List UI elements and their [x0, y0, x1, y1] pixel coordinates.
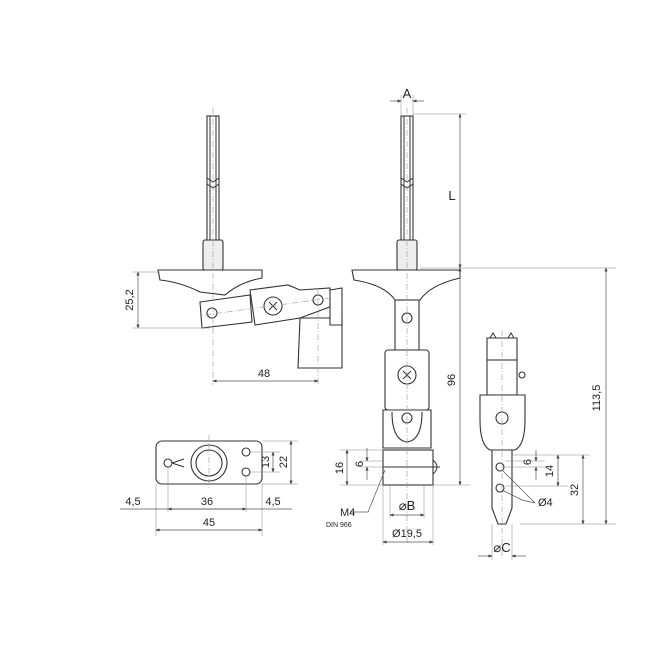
- dim-label: 32: [569, 484, 581, 496]
- dim-label: 25,2: [124, 289, 136, 310]
- dim-label: L: [448, 188, 455, 203]
- dim-label: Ø19,5: [392, 528, 422, 540]
- dimension-113-5: 113,5: [520, 267, 616, 525]
- dim-label: A: [403, 86, 412, 101]
- plate-dimensions: 13 22 4,5 36 4,5 45: [120, 440, 298, 536]
- dim-label: 22: [278, 456, 290, 468]
- dimension-25-2: 25,2: [124, 271, 210, 329]
- dim-label: 14: [544, 465, 556, 477]
- screw-label: M4: [340, 507, 355, 519]
- top-view-plate: [155, 435, 263, 490]
- dim-label: 113,5: [591, 385, 603, 412]
- front-view: [351, 108, 461, 545]
- pin-view: [479, 330, 526, 560]
- screw-standard: DIN 966: [326, 522, 352, 529]
- side-view-left: [157, 108, 343, 385]
- dim-label: 36: [201, 496, 213, 508]
- dim-label: 96: [446, 374, 458, 386]
- dimension-96: 96: [433, 267, 470, 486]
- dim-label: ⌀B: [399, 498, 416, 513]
- bore-dimensions: 16 6 ⌀B Ø19,5 M4 DIN 966: [326, 448, 434, 545]
- dim-label: 48: [258, 368, 270, 380]
- socket: [297, 317, 343, 369]
- dim-label: 45: [203, 517, 215, 529]
- mounting-flange: [157, 269, 263, 296]
- dim-label: 16: [334, 462, 346, 474]
- dim-label: 13: [260, 456, 272, 468]
- dim-label: Ø4: [538, 497, 553, 509]
- dim-label: 4,5: [125, 496, 140, 508]
- dim-label: 6: [354, 461, 366, 467]
- dim-label: ⌀C: [493, 540, 510, 555]
- dimension-A: A: [390, 86, 424, 116]
- dimension-L: L: [413, 113, 616, 269]
- dimension-48: 48: [212, 368, 319, 383]
- dim-label: 4,5: [265, 496, 280, 508]
- dim-label: 6: [522, 459, 534, 465]
- pin-dimensions: 6 14 32 Ø4 ⌀C: [478, 450, 590, 560]
